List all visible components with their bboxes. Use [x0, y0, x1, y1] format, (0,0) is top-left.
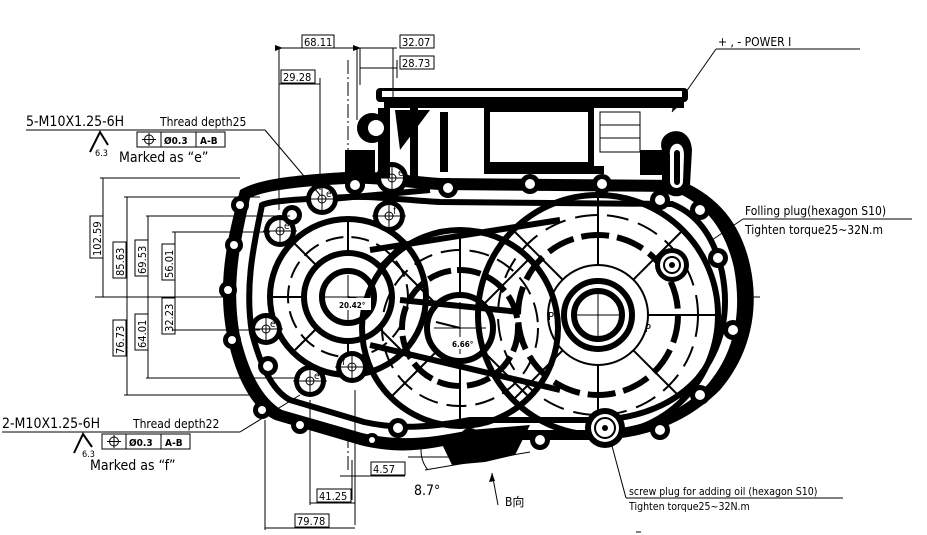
callout-thread-f: 2-M10X1.25-6H Thread depth22 6.3 Ø0.3 A-…: [2, 394, 301, 474]
bottom-dimensions: 4.57 41.25 79.78 8.7° B向: [264, 390, 531, 530]
dim-4-57: 4.57: [373, 463, 395, 476]
thread-e-marked: Marked as “e”: [119, 150, 208, 166]
housing-wall: [246, 193, 728, 430]
datum-ref: A-B: [165, 438, 183, 449]
callout-folling-plug: Folling plug(hexagon S10) Tighten torque…: [711, 204, 912, 241]
angle-annotations: 20.42° 6.66°: [337, 298, 473, 349]
tolerance-value: Ø0.3: [164, 135, 188, 147]
tolerance-value: Ø0.3: [129, 437, 153, 449]
left-dimensions: 102.59 85.63 69.53 56.01 76.73 64.01 32.…: [89, 177, 300, 396]
hole-mark-f: f: [342, 357, 346, 368]
angle-label-shaft1: 20.42°: [339, 301, 365, 310]
dim-102-59: 102.59: [91, 221, 104, 256]
top-dimensions: 68.11 29.28 32.07 28.73: [275, 34, 435, 210]
gearbox-housing: [219, 88, 754, 465]
controller-module: [345, 88, 692, 197]
callout-oil-plug: screw plug for adding oil (hexagon S10) …: [611, 445, 843, 533]
thread-e-depth: Thread depth25: [159, 115, 246, 129]
dim-32-07: 32.07: [402, 36, 430, 49]
dim-85-63: 85.63: [114, 248, 127, 276]
housing-ribs: [319, 187, 561, 393]
dim-29-28: 29.28: [283, 71, 311, 84]
dim-56-01: 56.01: [163, 250, 176, 278]
thread-f-spec: 2-M10X1.25-6H: [2, 416, 100, 432]
callout-thread-e: 5-M10X1.25-6H Thread depth25 6.3 Ø0.3 A-…: [26, 114, 321, 196]
svg-text:6.3: 6.3: [95, 149, 108, 159]
dim-68-11: 68.11: [304, 36, 332, 49]
folling-plug-line2: Tighten torque25~32N.m: [744, 223, 883, 237]
roughness-symbol: 6.3: [73, 432, 95, 460]
angle-label-shaft2: 6.66°: [452, 340, 473, 349]
roughness-symbol: 6.3: [89, 129, 109, 159]
drain-plug: [655, 248, 689, 282]
dim-76-73: 76.73: [114, 326, 127, 354]
dim-28-73: 28.73: [402, 57, 430, 70]
hole-mark-e: e: [326, 189, 332, 200]
dim-64-01: 64.01: [136, 320, 149, 348]
svg-text:6.3: 6.3: [82, 450, 95, 460]
dim-41-25: 41.25: [319, 490, 347, 503]
oil-filler-plug: [585, 408, 625, 448]
angle-8-7: 8.7°: [414, 483, 440, 499]
hole-labels: e e e e e f f P P: [270, 168, 651, 382]
dim-79-78: 79.78: [297, 515, 325, 528]
dim-69-53: 69.53: [136, 246, 149, 274]
dim-32-23: 32.23: [163, 304, 176, 332]
callout-power: + , - POWER I: [671, 35, 860, 113]
thread-f-marked: Marked as “f”: [90, 458, 176, 474]
oil-plug-line1: screw plug for adding oil (hexagon S10): [629, 486, 817, 498]
thread-e-spec: 5-M10X1.25-6H: [26, 114, 124, 130]
position-tolerance-frame: Ø0.3 A-B: [101, 433, 191, 450]
hole-mark-f: f: [393, 206, 397, 217]
shaft-mark-p: P: [548, 310, 554, 323]
power-label: + , - POWER I: [718, 35, 791, 49]
hole-mark-e: e: [270, 319, 276, 330]
hole-mark-e: e: [284, 221, 290, 232]
view-direction-label: B向: [505, 494, 524, 509]
thread-f-depth: Thread depth22: [132, 417, 219, 431]
hole-mark-e: e: [314, 371, 320, 382]
folling-plug-line1: Folling plug(hexagon S10): [745, 204, 886, 218]
datum-ref: A-B: [200, 136, 218, 147]
shaft-mark-p: P: [645, 322, 651, 335]
hole-mark-e: e: [398, 168, 404, 179]
oil-plug-line2: Tighten torque25~32N.m: [628, 501, 750, 513]
lower-bracket: [440, 425, 530, 465]
position-tolerance-frame: Ø0.3 A-B: [136, 131, 226, 148]
